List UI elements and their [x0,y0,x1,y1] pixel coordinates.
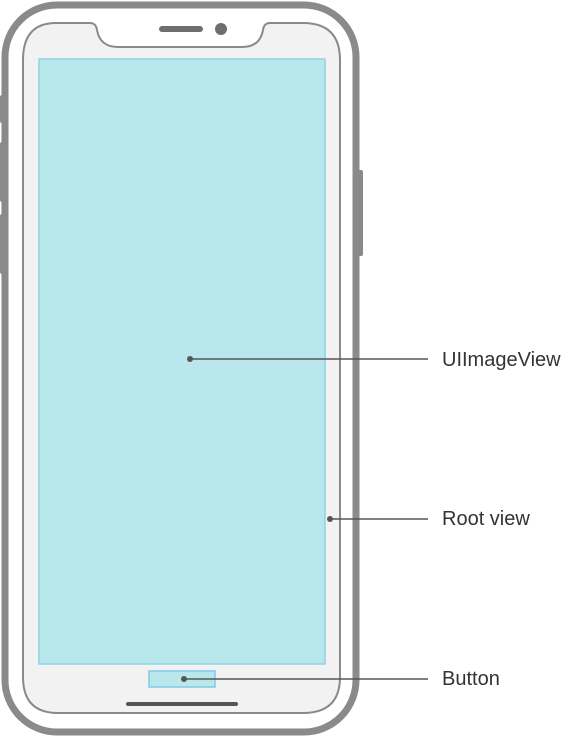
callout-button [181,676,428,682]
front-camera-icon [215,23,227,35]
label-root-view: Root view [442,508,530,530]
callout-root-view [327,516,428,522]
speaker-grille-icon [159,26,203,32]
image-view-region [38,58,326,665]
home-indicator-icon [126,702,238,706]
label-image-view: UIImageView [442,349,561,371]
callout-image-view [187,356,428,362]
label-button: Button [442,668,500,690]
